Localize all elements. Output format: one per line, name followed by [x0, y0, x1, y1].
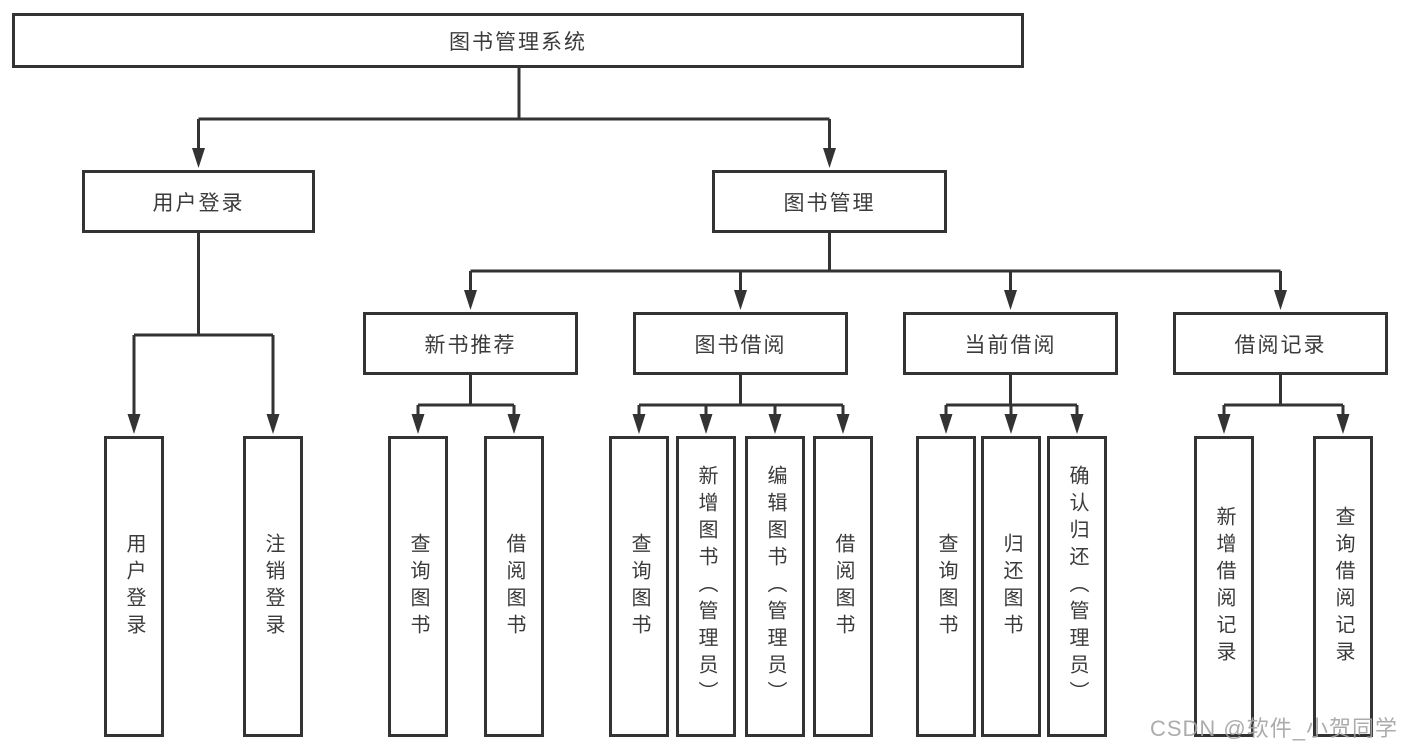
node-user-login: 用户登录	[82, 170, 315, 233]
node-label: 借阅记录	[1234, 333, 1327, 357]
leaf-label: 归还图书	[1000, 532, 1022, 641]
leaf-label: 查询图书	[407, 532, 429, 641]
csdn-watermark: CSDN @软件_小贺同学	[1149, 716, 1398, 741]
node-borrowing-records: 借阅记录	[1173, 312, 1388, 375]
node-label: 当前借阅	[964, 333, 1057, 357]
leaf-label: 查询图书	[935, 532, 957, 641]
node-label: 图书借阅	[694, 333, 787, 357]
leaf-user-login: 用户登录	[104, 436, 164, 737]
leaf-return-books: 归还图书	[981, 436, 1041, 737]
leaf-label: 用户登录	[123, 532, 145, 641]
leaf-label: 查询图书	[628, 532, 650, 641]
node-label: 用户登录	[152, 191, 245, 215]
leaf-query-books-recommend: 查询图书	[388, 436, 448, 737]
node-book-borrowing: 图书借阅	[633, 312, 848, 375]
leaf-confirm-return-admin: 确认归还（管理员）	[1047, 436, 1107, 737]
leaf-borrow-books: 借阅图书	[813, 436, 873, 737]
leaf-label: 借阅图书	[503, 532, 525, 641]
node-label: 图书管理系统	[449, 30, 587, 54]
leaf-label: 注销登录	[262, 532, 284, 641]
node-current-borrowing: 当前借阅	[903, 312, 1118, 375]
node-library-management-system: 图书管理系统	[12, 13, 1024, 68]
leaf-label: 查询借阅记录	[1332, 505, 1354, 668]
leaf-query-books-current: 查询图书	[916, 436, 976, 737]
leaf-label: 确认归还（管理员）	[1066, 465, 1088, 708]
node-new-book-recommendation: 新书推荐	[363, 312, 578, 375]
node-book-management: 图书管理	[712, 170, 947, 233]
leaf-query-books-borrow: 查询图书	[609, 436, 669, 737]
node-label: 新书推荐	[424, 333, 517, 357]
leaf-label: 编辑图书（管理员）	[764, 465, 786, 708]
leaf-label: 新增借阅记录	[1213, 505, 1235, 668]
leaf-add-borrow-record: 新增借阅记录	[1194, 436, 1254, 737]
leaf-borrow-books-recommend: 借阅图书	[484, 436, 544, 737]
leaf-add-books-admin: 新增图书（管理员）	[676, 436, 736, 737]
leaf-edit-books-admin: 编辑图书（管理员）	[745, 436, 805, 737]
leaf-label: 借阅图书	[832, 532, 854, 641]
node-label: 图书管理	[783, 191, 876, 215]
leaf-logout: 注销登录	[243, 436, 303, 737]
leaf-label: 新增图书（管理员）	[695, 465, 717, 708]
leaf-query-borrow-record: 查询借阅记录	[1313, 436, 1373, 737]
